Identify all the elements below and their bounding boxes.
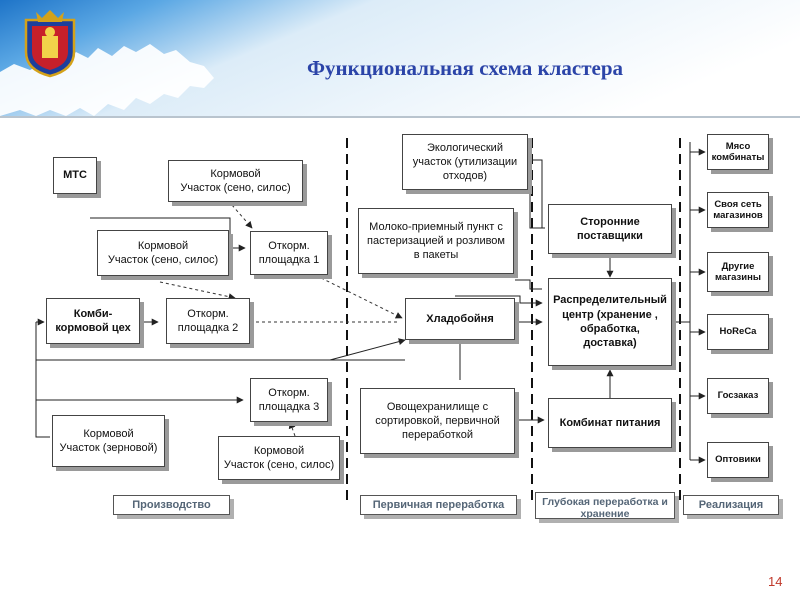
box-distribution-center: Распределительный центр (хранение , обра… xyxy=(548,278,672,366)
section-deep-processing: Глубокая переработка и хранение xyxy=(535,492,675,520)
connector-eco-feedback xyxy=(529,190,545,229)
box-eco-plot: Экологический участок (утилизации отходо… xyxy=(402,134,528,190)
connector-milk-to-distribution xyxy=(515,279,542,290)
box-vegetable-store: Овощехранилище с сортировкой, первичной … xyxy=(360,388,515,454)
box-mixed-feed-shop: Комби- кормовой цех xyxy=(46,298,140,344)
header-band xyxy=(0,0,800,117)
connector-fatten-up-to-slaughter xyxy=(329,338,406,361)
dashed-feed2-to-fatten2 xyxy=(159,281,236,301)
box-third-party-suppliers: Сторонние поставщики xyxy=(548,204,672,254)
box-feed-plot-1: Кормовой Участок (сено, силос) xyxy=(168,160,303,202)
coat-of-arms-emblem xyxy=(24,10,76,78)
box-milk-point: Молоко-приемный пункт с пастеризацией и … xyxy=(358,208,514,274)
box-other-stores: Другие магазины xyxy=(707,252,769,292)
box-fattening-3: Откорм. площадка 3 xyxy=(250,378,328,422)
section-production: Производство xyxy=(113,495,230,515)
section-primary-processing: Первичная переработка xyxy=(360,495,517,515)
connector-eco-top xyxy=(528,159,543,228)
box-fattening-1: Откорм. площадка 1 xyxy=(250,231,328,275)
page-number: 14 xyxy=(768,574,783,589)
box-own-store-network: Своя сеть магазинов xyxy=(707,192,769,228)
box-slaughterhouse: Хладобойня xyxy=(405,298,515,340)
box-catering-plant: Комбинат питания xyxy=(548,398,672,448)
connector-feed-to-fatten1 xyxy=(90,217,246,252)
box-horeca: HoReCa xyxy=(707,314,769,350)
connector-bus-top xyxy=(455,295,543,307)
box-mts: МТС xyxy=(53,157,97,194)
dashed-feed1-to-fatten1 xyxy=(231,204,253,229)
section-sales: Реализация xyxy=(683,495,779,515)
box-wholesalers: Оптовики xyxy=(707,442,769,478)
dashed-feed3-to-fatten3 xyxy=(288,421,296,437)
box-fattening-2: Откорм. площадка 2 xyxy=(166,298,250,344)
slide-title: Функциональная схема кластера xyxy=(306,56,624,80)
box-grain-feed-plot: Кормовой Участок (зерновой) xyxy=(52,415,165,467)
box-feed-plot-2: Кормовой Участок (сено, силос) xyxy=(97,230,229,276)
box-meat-plants: Мясо комбинаты xyxy=(707,134,769,170)
box-feed-plot-3: Кормовой Участок (сено, силос) xyxy=(218,436,340,480)
dashed-fatten1-to-slaughter xyxy=(304,269,403,319)
region-map-shape xyxy=(0,44,214,116)
box-state-order: Госзаказ xyxy=(707,378,769,414)
header-divider xyxy=(0,116,800,118)
